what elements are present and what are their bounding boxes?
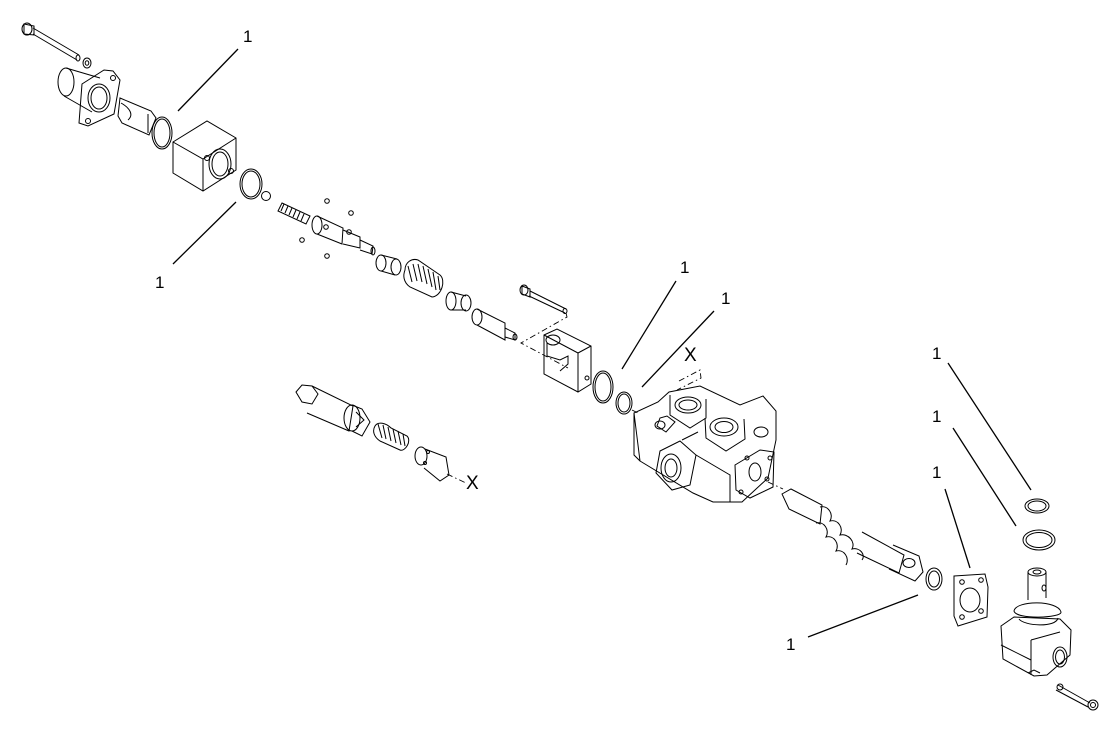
o-ring	[239, 168, 263, 200]
o-ring	[151, 116, 173, 150]
valve-body	[633, 385, 777, 503]
alignment-mark-label: X	[466, 473, 479, 494]
valve-spool	[767, 481, 924, 582]
mounting-block	[543, 328, 592, 393]
callout-label: 1	[932, 463, 942, 482]
callout-label: 1	[680, 258, 690, 277]
callout-leaders	[172, 48, 1032, 638]
alignment-mark-x	[676, 369, 702, 391]
end-cap	[57, 67, 121, 127]
callout-label: 1	[786, 635, 796, 654]
small-spring	[277, 202, 311, 225]
relief-valve-cartridge	[295, 384, 450, 482]
washer	[82, 57, 92, 69]
callout-label: 1	[155, 273, 165, 292]
centering-spring	[403, 259, 444, 298]
sleeve	[117, 97, 157, 136]
spool-bushing	[471, 308, 518, 341]
cap-screw-middle	[519, 284, 568, 314]
o-ring	[615, 391, 633, 415]
spring-housing	[172, 120, 237, 192]
assembly-line	[446, 473, 467, 484]
o-ring	[925, 567, 943, 591]
callout-label: 1	[721, 289, 731, 308]
callout-label: 1	[243, 27, 253, 46]
spring-retainer	[375, 254, 402, 276]
gasket	[953, 573, 989, 627]
o-ring	[1024, 498, 1050, 514]
callout-label: 1	[932, 407, 942, 426]
cap-screw-top	[21, 22, 81, 62]
alignment-mark-label: X	[684, 345, 697, 366]
handle-housing	[1000, 567, 1072, 677]
ball	[261, 191, 271, 201]
o-ring	[1022, 529, 1056, 551]
callout-label: 1	[932, 344, 942, 363]
assembly-line	[767, 481, 784, 490]
o-ring	[592, 370, 614, 404]
spring-seat	[445, 291, 472, 312]
detent-shaft	[311, 215, 376, 256]
detent-balls	[299, 198, 354, 259]
cap-screw-bottom	[1055, 683, 1099, 711]
